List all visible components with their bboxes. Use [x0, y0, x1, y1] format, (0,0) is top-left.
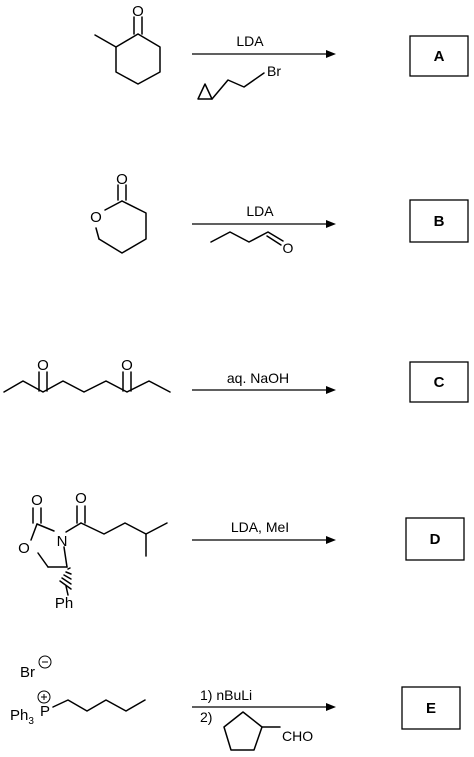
plus-charge-icon: [37, 690, 51, 704]
atom-o: O: [132, 3, 144, 20]
reagent-e-line1: 1) nBuLi: [200, 687, 252, 703]
atom-o1: O: [37, 357, 49, 374]
reagent-a-cyclopropylethyl-bromide: Br: [197, 63, 281, 100]
group-cho: CHO: [282, 728, 313, 744]
sm-c-diketone: O O: [3, 357, 171, 393]
product-label-e: E: [426, 700, 436, 717]
reaction-e: Br Ph3 P 1) nBuLi 2) CHO E: [10, 655, 461, 751]
sm-a-methylcyclohexanone: O: [94, 3, 161, 85]
atom-o-top1: O: [31, 492, 43, 509]
atom-o-ring: O: [90, 209, 102, 226]
atom-br: Br: [20, 664, 35, 681]
stereo-hash-bond: [59, 567, 72, 590]
group-ph: Ph: [55, 595, 73, 612]
arrowhead-c: [326, 386, 336, 394]
reagent-d-line1: LDA, MeI: [231, 519, 289, 535]
arrowhead-d: [326, 536, 336, 544]
product-label-c: C: [434, 374, 445, 391]
reagent-e-cyclopentanecarbaldehyde: CHO: [223, 711, 313, 751]
sm-e-phosphonium-salt: Br Ph3 P: [10, 655, 146, 727]
minus-charge-icon: [38, 655, 52, 669]
product-box-b: [409, 199, 469, 243]
product-box-c: [409, 361, 469, 403]
atom-o: O: [283, 240, 294, 256]
atom-p: P: [40, 703, 50, 720]
product-box-a: [409, 35, 469, 77]
reagent-b-butanal: O: [210, 231, 294, 256]
atom-o-ring: O: [18, 540, 30, 557]
atom-n: N: [57, 533, 68, 550]
product-label-d: D: [430, 531, 441, 548]
atom-br: Br: [267, 63, 281, 79]
reaction-c: O O aq. NaOH C: [3, 357, 469, 403]
reaction-b: O O LDA O B: [90, 171, 469, 256]
arrowhead-b: [326, 220, 336, 228]
atom-o2: O: [121, 357, 133, 374]
product-label-a: A: [434, 48, 445, 65]
reagent-e-line2: 2): [200, 709, 212, 725]
atom-o-top2: O: [75, 490, 87, 507]
arrowhead-a: [326, 50, 336, 58]
product-box-d: [405, 517, 465, 561]
reaction-a: O LDA Br A: [94, 3, 469, 100]
arrowhead-e: [326, 703, 336, 711]
reaction-d: O O O N Ph LDA, MeI D: [18, 490, 465, 612]
product-box-e: [401, 686, 461, 730]
group-ph3: Ph3: [10, 707, 34, 727]
product-label-b: B: [434, 213, 445, 230]
sm-b-delta-valerolactone: O O: [90, 171, 147, 254]
reagent-a-line1: LDA: [236, 33, 264, 49]
reagent-b-line1: LDA: [246, 203, 274, 219]
sm-d-oxazolidinone-amide: O O O N Ph: [18, 490, 168, 612]
reagent-c-line1: aq. NaOH: [227, 370, 289, 386]
atom-o-carbonyl: O: [116, 171, 128, 188]
